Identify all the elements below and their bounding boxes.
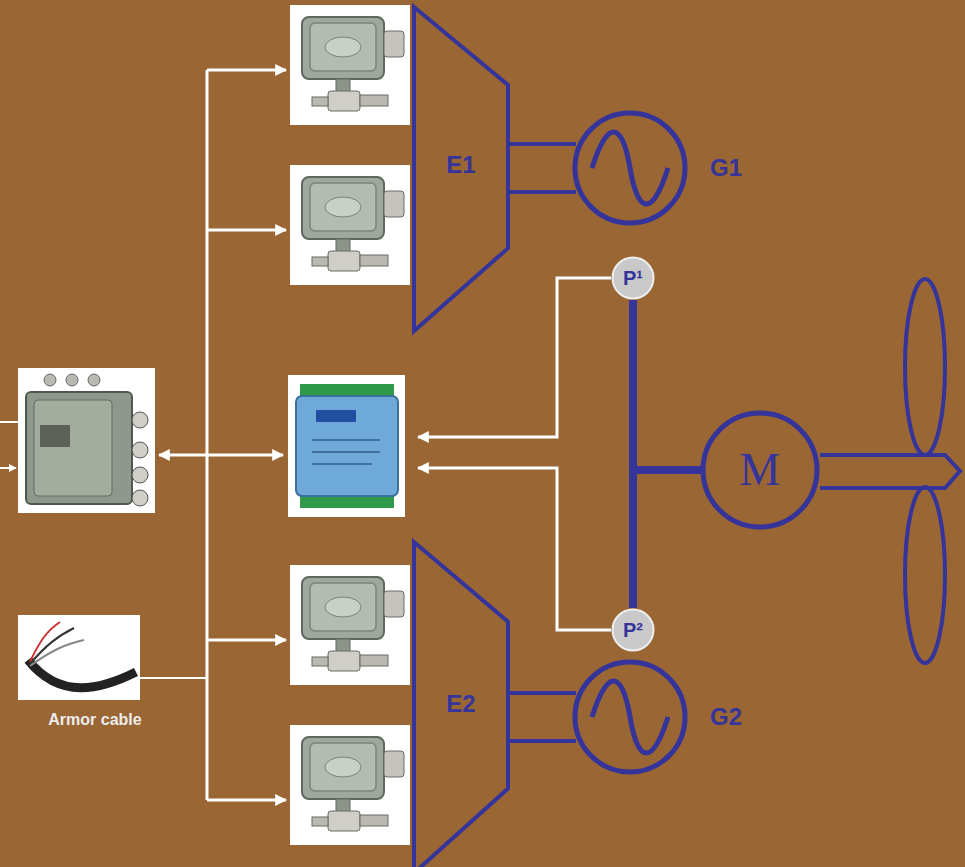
- engine-block: E1: [412, 5, 510, 325]
- gen-outline: [572, 659, 688, 775]
- sensor-photo: [290, 5, 410, 125]
- generator-circle: G2: [572, 659, 688, 775]
- junction-box-photo: [18, 368, 155, 513]
- power-bus: [633, 300, 703, 470]
- cable-photo: [18, 615, 140, 700]
- power-bus: [633, 470, 703, 608]
- sensor-photo: [290, 725, 410, 845]
- node-label: M: [740, 447, 781, 493]
- io-module-photo: [288, 375, 405, 517]
- signal-wiring: [0, 70, 611, 800]
- node-label: G2: [710, 705, 742, 729]
- node-label: E1: [446, 153, 475, 177]
- motor-circle: M: [700, 410, 820, 530]
- node-label: P¹: [623, 268, 643, 288]
- sensor-point: P¹: [611, 256, 655, 300]
- sensor-photo: [290, 565, 410, 685]
- node-label: G1: [710, 156, 742, 180]
- propeller: [820, 279, 960, 663]
- node-label: E2: [446, 692, 475, 716]
- node-label: P²: [623, 620, 643, 640]
- drive-shaft: [509, 693, 576, 741]
- generator-circle: G1: [572, 110, 688, 226]
- sensor-photo: [290, 165, 410, 285]
- sensor-point: P²: [611, 608, 655, 652]
- drive-shaft: [509, 144, 576, 192]
- part-label: Armor cable: [48, 711, 141, 729]
- engine-block: E2: [412, 540, 510, 867]
- gen-outline: [572, 110, 688, 226]
